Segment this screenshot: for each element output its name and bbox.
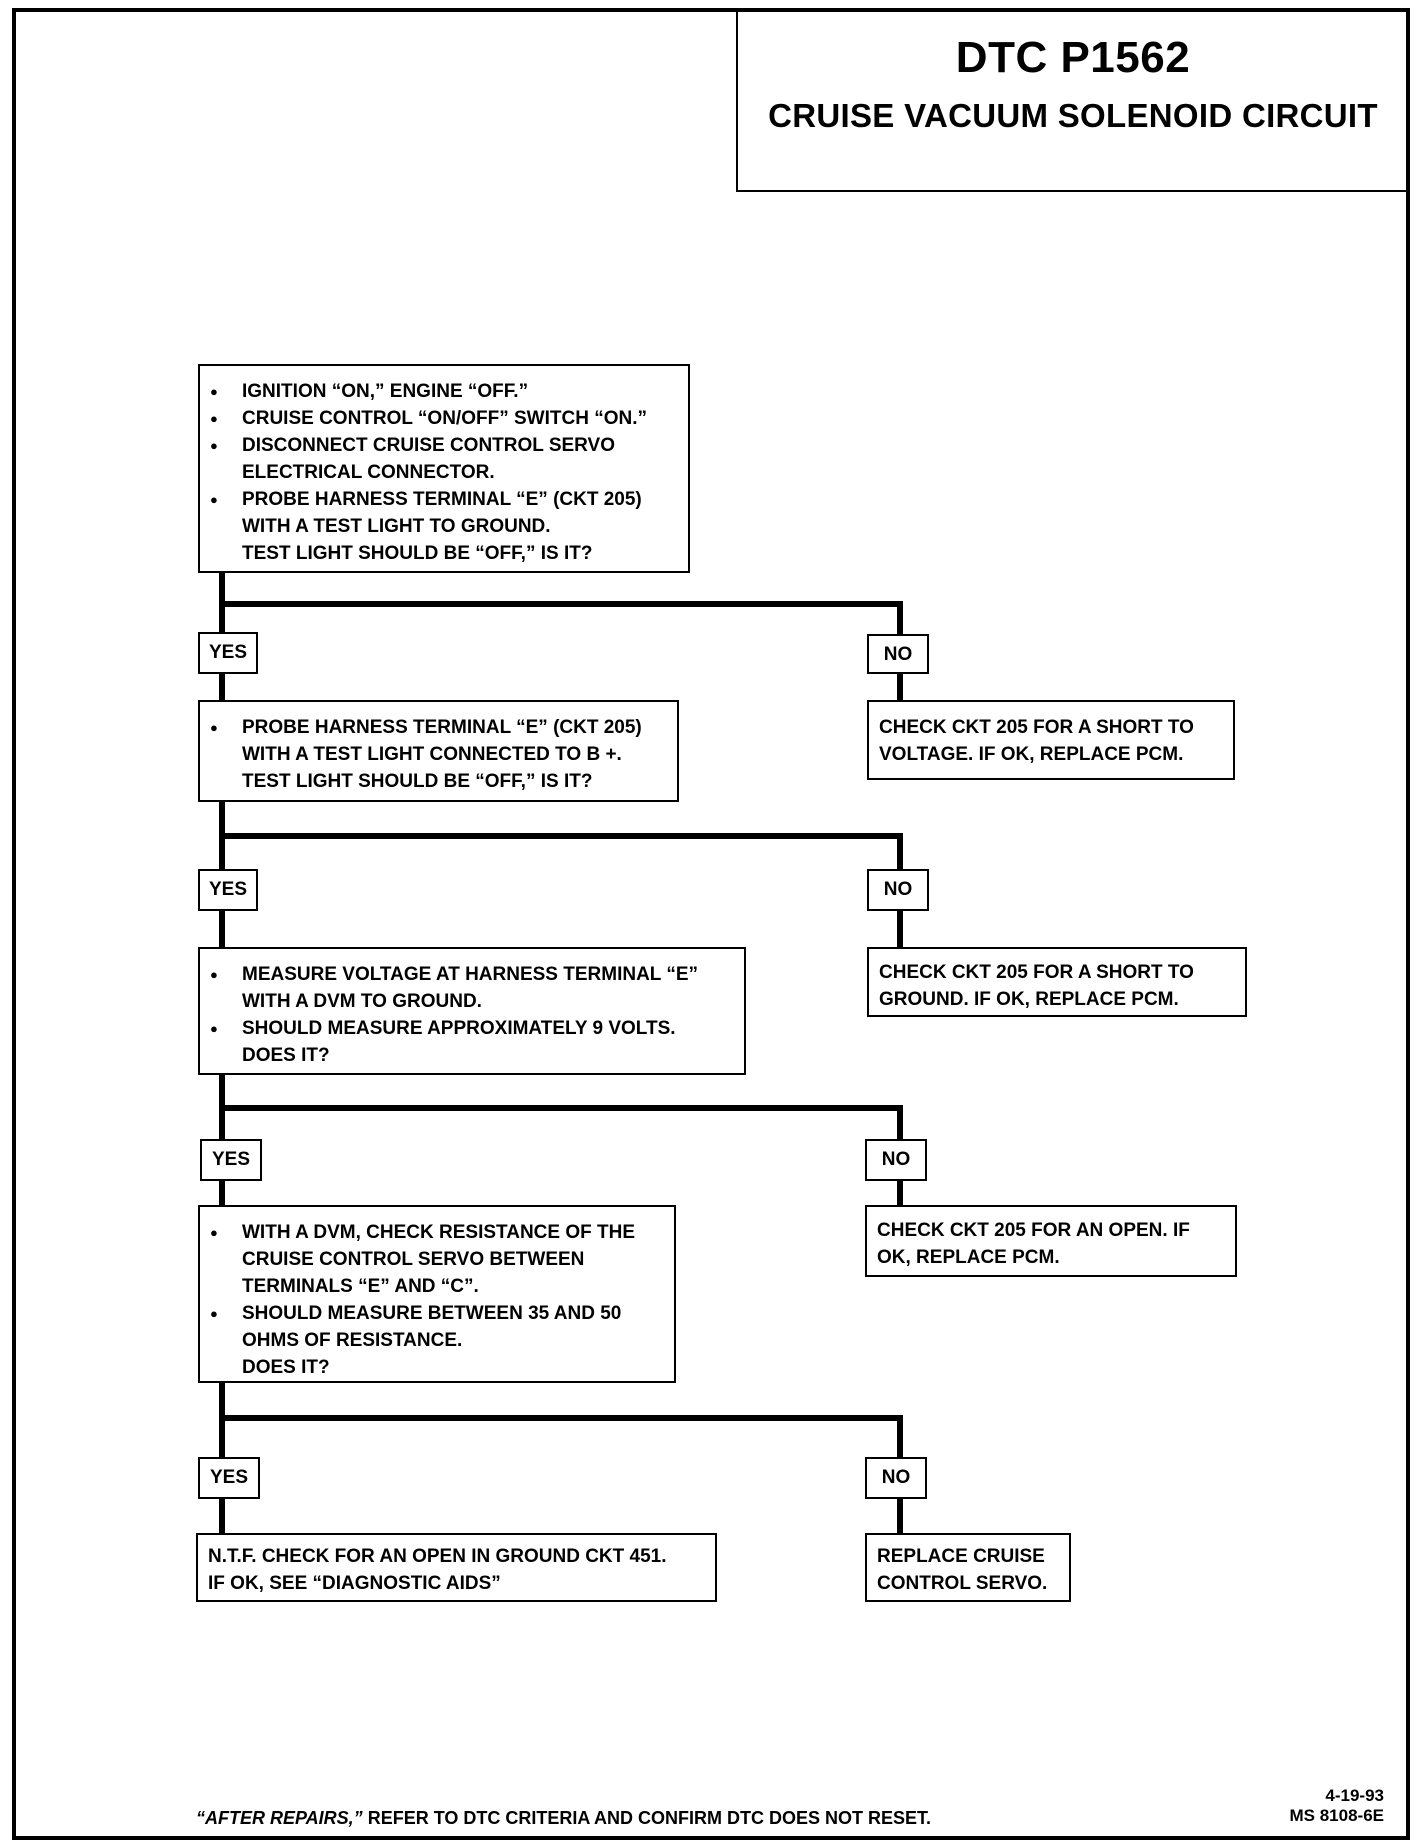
step-3-line: DOES IT? (242, 1045, 330, 1066)
step-4-line: OHMS OF RESISTANCE. (242, 1330, 463, 1351)
no-result-1-line: CHECK CKT 205 FOR A SHORT TO (879, 717, 1194, 738)
step-box-1: IGNITION “ON,” ENGINE “OFF.” CRUISE CONT… (198, 364, 690, 573)
no-result-4-line: REPLACE CRUISE (877, 1546, 1045, 1567)
step-box-2: PROBE HARNESS TERMINAL “E” (CKT 205) WIT… (198, 700, 679, 802)
footer-note: “AFTER REPAIRS,” REFER TO DTC CRITERIA A… (196, 1808, 931, 1829)
step-1-line: DISCONNECT CRUISE CONTROL SERVO (200, 432, 688, 459)
step-1-line: IGNITION “ON,” ENGINE “OFF.” (200, 378, 688, 405)
step-2-line: TEST LIGHT SHOULD BE “OFF,” IS IT? (242, 771, 593, 792)
step-4-line: CRUISE CONTROL SERVO BETWEEN (242, 1249, 585, 1270)
yes-label: YES (200, 1139, 262, 1181)
step-2-line: PROBE HARNESS TERMINAL “E” (CKT 205) (200, 714, 677, 741)
footer-note-rest: REFER TO DTC CRITERIA AND CONFIRM DTC DO… (362, 1808, 932, 1828)
page-frame (12, 8, 1410, 1840)
no-result-box-1: CHECK CKT 205 FOR A SHORT TO VOLTAGE. IF… (867, 700, 1235, 780)
connector-branch-2 (219, 833, 903, 839)
no-result-1-line: VOLTAGE. IF OK, REPLACE PCM. (879, 744, 1184, 765)
step-2-lines: PROBE HARNESS TERMINAL “E” (CKT 205) WIT… (200, 714, 677, 795)
step-1-lines: IGNITION “ON,” ENGINE “OFF.” CRUISE CONT… (200, 378, 688, 567)
connector-branch-1 (219, 601, 903, 607)
no-result-4-line: CONTROL SERVO. (877, 1573, 1048, 1594)
no-result-box-2: CHECK CKT 205 FOR A SHORT TO GROUND. IF … (867, 947, 1247, 1017)
no-result-3-line: OK, REPLACE PCM. (877, 1247, 1060, 1268)
document-code: MS 8108-6E (1289, 1806, 1385, 1825)
no-label: NO (867, 869, 929, 911)
no-result-box-3: CHECK CKT 205 FOR AN OPEN. IF OK, REPLAC… (865, 1205, 1237, 1277)
page-title: DTC P1562 (955, 33, 1191, 82)
final-yes-line: IF OK, SEE “DIAGNOSTIC AIDS” (208, 1573, 501, 1594)
no-result-2-line: GROUND. IF OK, REPLACE PCM. (879, 989, 1179, 1010)
step-3-line: MEASURE VOLTAGE AT HARNESS TERMINAL “E” (200, 961, 744, 988)
no-result-2-line: CHECK CKT 205 FOR A SHORT TO (879, 962, 1194, 983)
step-4-line: TERMINALS “E” AND “C”. (242, 1276, 479, 1297)
yes-label: YES (198, 1457, 260, 1499)
no-label: NO (867, 634, 929, 674)
step-box-3: MEASURE VOLTAGE AT HARNESS TERMINAL “E” … (198, 947, 746, 1075)
step-3-line: SHOULD MEASURE APPROXIMATELY 9 VOLTS. (200, 1015, 744, 1042)
no-result-box-4: REPLACE CRUISE CONTROL SERVO. (865, 1533, 1071, 1602)
final-yes-line: N.T.F. CHECK FOR AN OPEN IN GROUND CKT 4… (208, 1546, 667, 1567)
connector-branch-3 (219, 1105, 903, 1111)
no-result-3-line: CHECK CKT 205 FOR AN OPEN. IF (877, 1220, 1190, 1241)
step-1-line: PROBE HARNESS TERMINAL “E” (CKT 205) (200, 486, 688, 513)
step-1-line: TEST LIGHT SHOULD BE “OFF,” IS IT? (242, 543, 593, 564)
connector-branch-4 (219, 1415, 903, 1421)
footer-note-italic: “AFTER REPAIRS,” (196, 1808, 363, 1828)
no-label: NO (865, 1139, 927, 1181)
step-box-4: WITH A DVM, CHECK RESISTANCE OF THE CRUI… (198, 1205, 676, 1383)
step-4-line: DOES IT? (242, 1357, 330, 1378)
step-4-line: SHOULD MEASURE BETWEEN 35 AND 50 (200, 1300, 674, 1327)
step-3-lines: MEASURE VOLTAGE AT HARNESS TERMINAL “E” … (200, 961, 744, 1069)
yes-label: YES (198, 869, 258, 911)
no-label: NO (865, 1457, 927, 1499)
final-yes-box: N.T.F. CHECK FOR AN OPEN IN GROUND CKT 4… (196, 1533, 717, 1602)
step-4-line: WITH A DVM, CHECK RESISTANCE OF THE (200, 1219, 674, 1246)
document-date: 4-19-93 (1325, 1786, 1384, 1805)
document-stamp: 4-19-93 MS 8108-6E (1290, 1786, 1385, 1826)
step-4-lines: WITH A DVM, CHECK RESISTANCE OF THE CRUI… (200, 1219, 674, 1381)
step-1-line: ELECTRICAL CONNECTOR. (242, 462, 495, 483)
step-3-line: WITH A DVM TO GROUND. (242, 991, 482, 1012)
step-1-line: WITH A TEST LIGHT TO GROUND. (242, 516, 551, 537)
yes-label: YES (198, 632, 258, 674)
title-block: DTC P1562 CRUISE VACUUM SOLENOID CIRCUIT (736, 11, 1408, 192)
step-1-line: CRUISE CONTROL “ON/OFF” SWITCH “ON.” (200, 405, 688, 432)
step-2-line: WITH A TEST LIGHT CONNECTED TO B +. (242, 744, 622, 765)
page-subtitle: CRUISE VACUUM SOLENOID CIRCUIT (768, 97, 1378, 134)
